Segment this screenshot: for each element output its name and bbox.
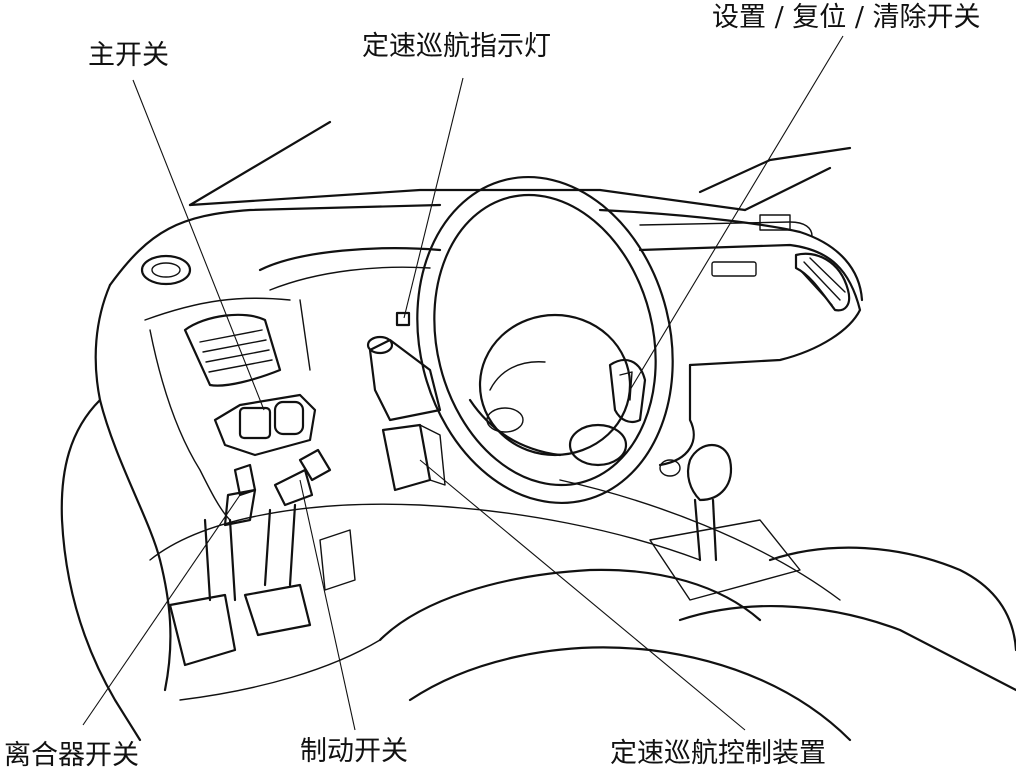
windshield-outline: [190, 122, 850, 210]
label-main-switch: 主开关: [88, 42, 169, 69]
instrument-cluster: [260, 248, 440, 370]
steering-column: [368, 337, 440, 420]
label-cruise-indicator: 定速巡航指示灯: [362, 33, 551, 60]
main-switch-panel: [215, 395, 315, 455]
leader-clutch-switch: [83, 495, 240, 725]
left-round-vent: [142, 256, 190, 284]
steering-wheel: [384, 150, 706, 531]
left-dashboard-body: [62, 285, 290, 740]
floor-and-tunnel: [150, 480, 850, 740]
leader-brake-switch: [300, 480, 355, 730]
label-brake-switch: 制动开关: [300, 738, 408, 765]
label-clutch-switch: 离合器开关: [4, 742, 139, 769]
leader-lines: [83, 36, 843, 730]
pedal-switches: [225, 450, 330, 525]
label-cruise-control-unit: 定速巡航控制装置: [610, 740, 826, 767]
cruise-control-unit-box: [383, 425, 445, 490]
dashboard-top: [110, 205, 862, 300]
label-set-reset-clear-switch: 设置 / 复位 / 清除开关: [712, 4, 981, 31]
left-side-vent: [185, 315, 280, 386]
pedals: [170, 505, 355, 665]
leader-cruise-indicator: [404, 78, 463, 318]
